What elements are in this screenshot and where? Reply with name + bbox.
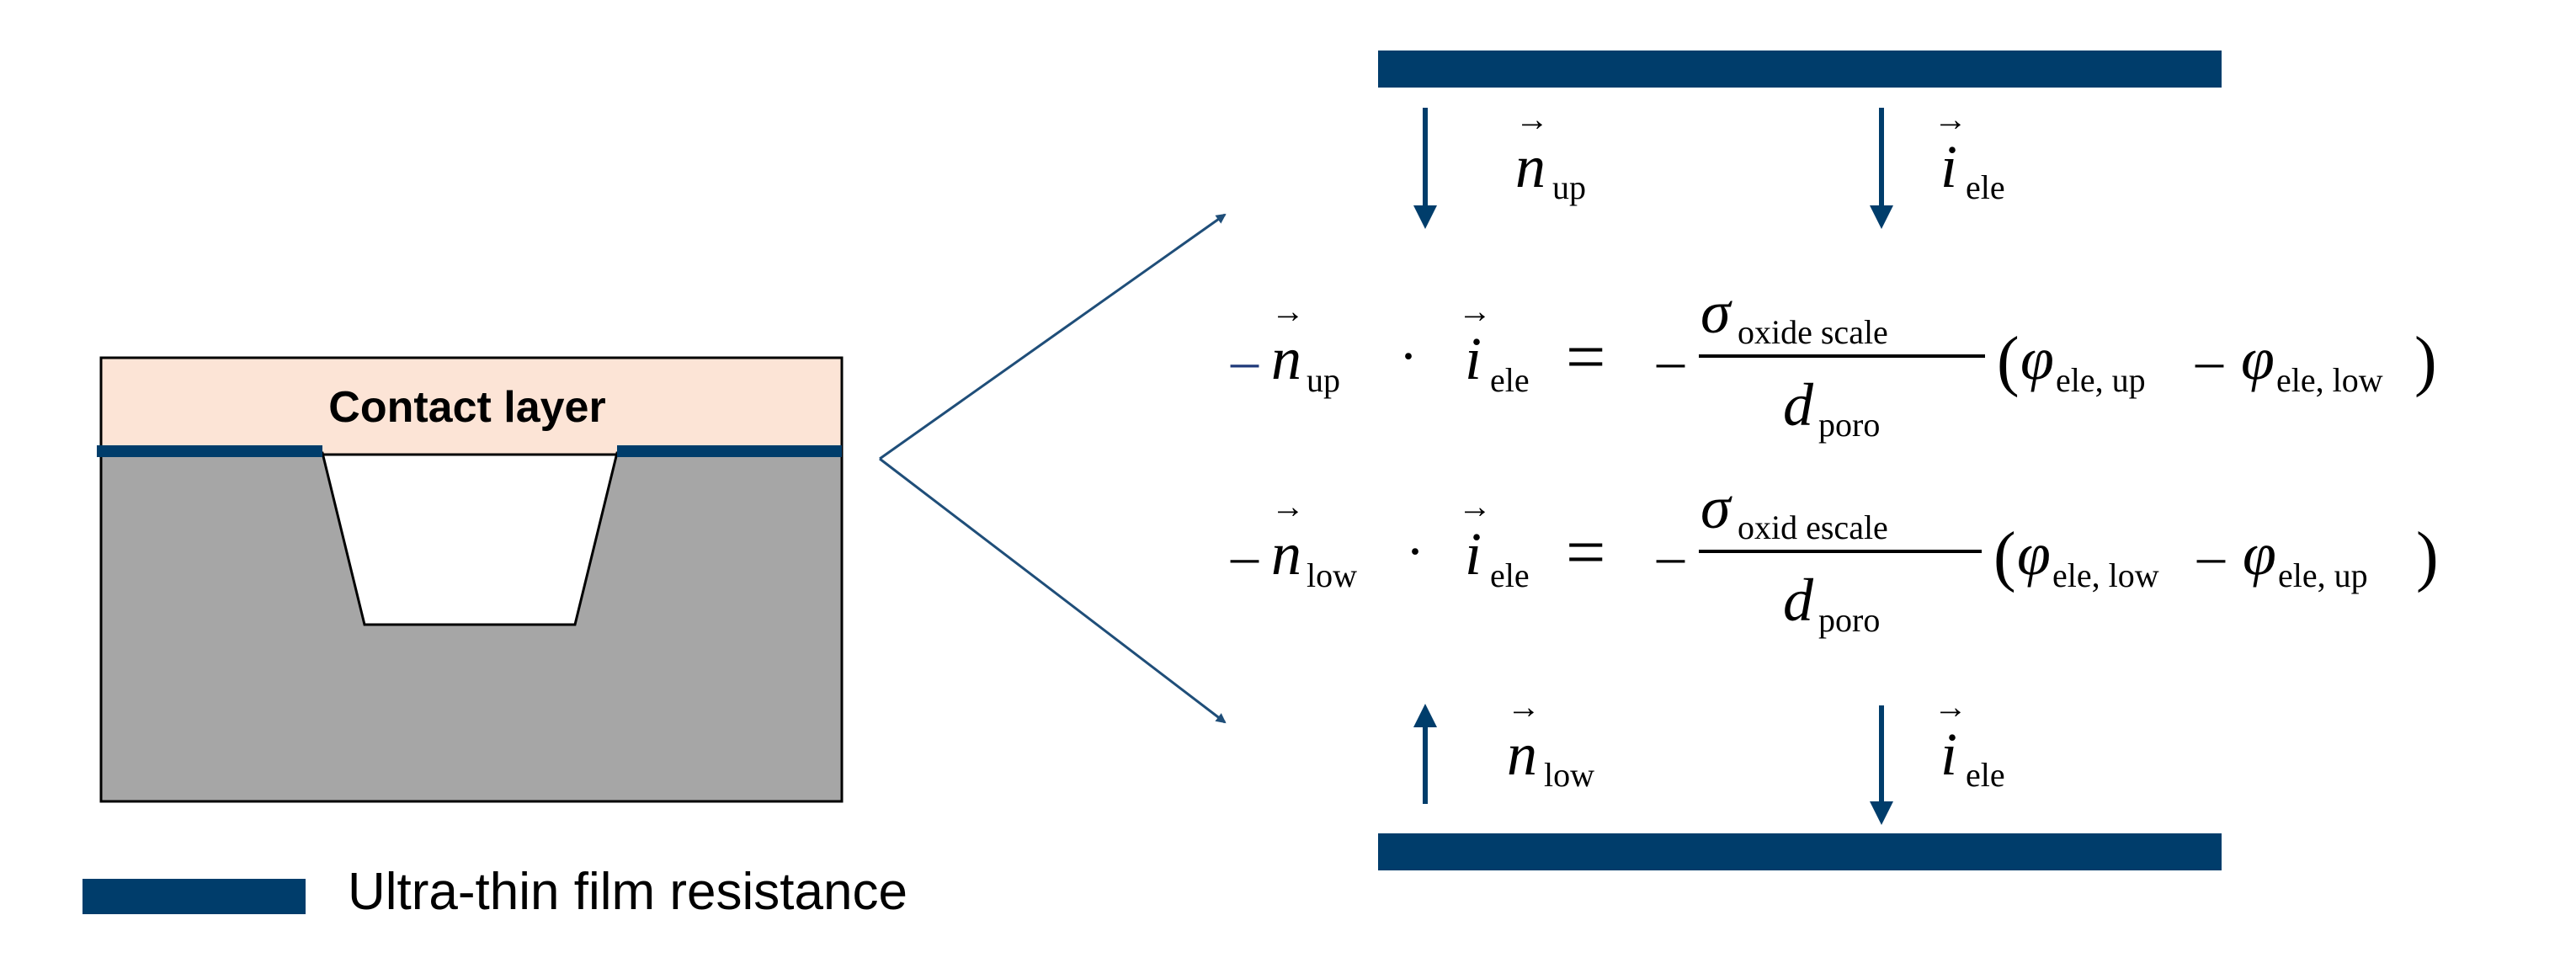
vector-arrow-glyph: → — [1507, 688, 1541, 726]
equation-2: – n → low · i → ele = – σ oxid escale d … — [1230, 474, 2439, 639]
eq1-n-sub: up — [1307, 361, 1340, 399]
eq2-open-paren: ( — [1993, 519, 2016, 593]
eq2-d-sub: poro — [1818, 601, 1880, 639]
vector-arrow-glyph: → — [1458, 292, 1492, 330]
vector-arrow-glyph: → — [1458, 487, 1492, 525]
n-up-sub: up — [1552, 168, 1586, 206]
eq1-phi1: φ — [2020, 325, 2054, 392]
i-ele-bottom-base: i — [1940, 721, 1957, 788]
i-ele-top-base: i — [1940, 133, 1957, 200]
vector-arrow-glyph: → — [1934, 688, 1967, 726]
eq2-dot: · — [1406, 521, 1424, 583]
legend-swatch — [82, 879, 306, 914]
equation-1: – n → up · i → ele = – σ oxide scale d p… — [1230, 279, 2437, 444]
label-n-up: n → up — [1515, 100, 1586, 206]
arrow-n-low — [1413, 704, 1437, 804]
i-ele-top-sub: ele — [1966, 168, 2005, 206]
eq1-d-sub: poro — [1818, 406, 1880, 444]
n-low-base: n — [1507, 721, 1537, 788]
eq1-rhs-sign: – — [1656, 330, 1685, 391]
label-i-ele-top: i → ele — [1934, 100, 2005, 206]
eq1-phi1-sub: ele, up — [2056, 361, 2146, 399]
arrow-i-ele-top — [1870, 108, 1893, 229]
eq2-close-paren: ) — [2416, 519, 2439, 593]
eq2-sigma-sub: oxid escale — [1738, 508, 1888, 546]
vector-arrow-glyph: → — [1515, 100, 1549, 138]
eq1-phi2-sub: ele, low — [2276, 361, 2383, 399]
label-i-ele-bottom: i → ele — [1934, 688, 2005, 794]
arrow-n-up — [1413, 108, 1437, 229]
eq1-open-paren: ( — [1997, 324, 2020, 398]
contact-layer — [99, 356, 844, 456]
film-left — [97, 445, 322, 457]
eq2-phi2: φ — [2243, 520, 2276, 588]
eq2-phi2-sub: ele, up — [2278, 556, 2368, 594]
n-low-sub: low — [1544, 756, 1594, 794]
connector-arrow-up — [879, 213, 1227, 460]
legend: Ultra-thin film resistance — [82, 863, 907, 921]
eq2-sigma: σ — [1700, 474, 1732, 541]
eq2-minus: – — [2196, 525, 2226, 587]
eq2-d: d — [1783, 567, 1814, 634]
eq2-i-sub: ele — [1490, 556, 1530, 594]
arrow-i-ele-bottom — [1870, 705, 1893, 825]
vector-arrow-glyph: → — [1934, 100, 1967, 138]
cross-section: Contact layer — [97, 356, 844, 803]
eq1-close-paren: ) — [2414, 324, 2437, 398]
legend-label: Ultra-thin film resistance — [348, 863, 907, 921]
eq1-i-sub: ele — [1490, 361, 1530, 399]
eq1-lhs-sign: – — [1230, 330, 1259, 391]
eq1-sigma-sub: oxide scale — [1738, 313, 1888, 351]
eq2-equals: = — [1566, 513, 1605, 592]
eq2-rhs-sign: – — [1656, 525, 1685, 587]
eq1-d: d — [1783, 371, 1814, 439]
substrate — [99, 451, 844, 803]
contact-layer-label: Contact layer — [328, 383, 605, 432]
top-plate — [1378, 51, 2222, 88]
eq2-lhs-sign: – — [1230, 525, 1259, 587]
eq2-n-sub: low — [1307, 556, 1357, 594]
eq1-minus: – — [2195, 330, 2224, 391]
n-up-base: n — [1515, 133, 1546, 200]
i-ele-bottom-sub: ele — [1966, 756, 2005, 794]
vector-arrow-glyph: → — [1271, 292, 1305, 330]
bottom-plate — [1378, 833, 2222, 870]
film-right — [617, 445, 842, 457]
eq1-n: n — [1271, 325, 1301, 392]
eq1-i: i — [1465, 325, 1482, 392]
vector-arrow-glyph: → — [1271, 487, 1305, 525]
connector-arrows — [879, 213, 1227, 724]
eq1-dot: · — [1399, 326, 1418, 387]
eq2-phi1: φ — [2017, 520, 2051, 588]
eq2-n: n — [1271, 520, 1301, 588]
label-n-low: n → low — [1507, 688, 1594, 794]
eq1-sigma: σ — [1700, 279, 1732, 346]
eq1-phi2: φ — [2241, 325, 2275, 392]
eq2-phi1-sub: ele, low — [2052, 556, 2159, 594]
connector-arrow-down — [879, 457, 1227, 724]
eq2-i: i — [1465, 520, 1482, 588]
eq1-equals: = — [1566, 318, 1605, 396]
